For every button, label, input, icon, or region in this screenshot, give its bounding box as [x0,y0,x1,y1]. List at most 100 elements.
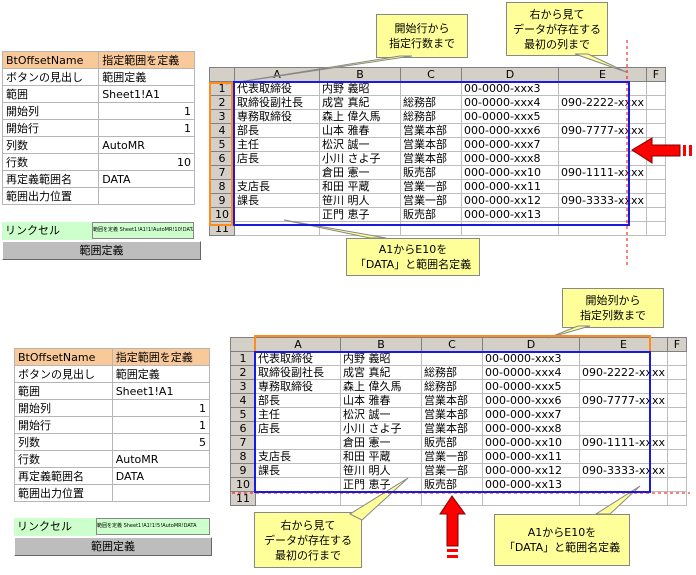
panel-row-value[interactable]: 範囲定義 [98,68,195,86]
sheet-cell[interactable]: 090-1111-xxxx [579,435,668,450]
sheet-cell[interactable] [255,491,341,506]
panel-row-value[interactable]: AutoMR [98,136,195,154]
sheet-column-header[interactable]: B [319,67,401,82]
sheet-cell[interactable]: 000-000-xxx6 [482,393,580,408]
sheet-cell[interactable]: 090-7777-xxxx [579,393,668,408]
panel-row-value[interactable]: 1 [111,416,211,434]
sheet-cell[interactable]: 販売部 [421,477,483,492]
panel-row-value[interactable]: 5 [111,433,211,451]
sheet-cell[interactable]: 00-0000-xxx3 [461,81,559,96]
sheet-row-header[interactable]: 11 [230,491,256,506]
sheet-cell[interactable]: 取締役副社長 [255,365,341,380]
sheet-column-header[interactable]: F [645,67,666,82]
sheet-row-header[interactable]: 7 [230,435,256,450]
sheet-cell[interactable]: 店長 [234,151,320,166]
sheet-row-header[interactable]: 5 [230,407,256,422]
sheet-cell[interactable] [666,393,687,408]
sheet-cell[interactable]: 松沢 誠一 [340,407,422,422]
sheet-column-header[interactable]: E [558,67,647,82]
sheet-cell[interactable] [645,151,666,166]
sheet-cell[interactable]: 090-1111-xxxx [558,165,647,180]
sheet-cell[interactable]: 営業一部 [421,449,483,464]
sheet-cell[interactable]: 成宮 真紀 [319,95,401,110]
sheet-cell[interactable]: 笹川 明人 [319,193,401,208]
top-link-cell-value[interactable]: 範囲を定義 Sheet1!A1!1!AutoMR!10!DATA [92,222,194,239]
sheet-cell[interactable]: 000-000-xx12 [461,193,559,208]
sheet-cell[interactable]: 総務部 [400,95,462,110]
sheet-cell[interactable] [645,95,666,110]
sheet-cell[interactable]: 000-000-xx11 [482,449,580,464]
sheet-column-header[interactable]: C [400,67,462,82]
sheet-row-header[interactable]: 4 [230,393,256,408]
sheet-cell[interactable]: 00-0000-xxx4 [461,95,559,110]
sheet-row-header[interactable]: 6 [230,421,256,436]
bottom-range-define-button[interactable]: 範囲定義 [14,537,212,556]
panel-row-value[interactable]: 1 [98,102,195,120]
panel-row-value[interactable]: Sheet1!A1 [111,382,211,400]
sheet-cell[interactable] [666,407,687,422]
sheet-cell[interactable]: 和田 平蔵 [319,179,401,194]
sheet-cell[interactable] [645,123,666,138]
sheet-cell[interactable] [645,165,666,180]
sheet-cell[interactable]: 000-000-xx13 [482,477,580,492]
sheet-cell[interactable] [666,379,687,394]
sheet-cell[interactable]: 取締役副社長 [234,95,320,110]
panel-row-value[interactable]: Sheet1!A1 [98,85,195,103]
sheet-cell[interactable] [666,477,687,492]
sheet-cell[interactable]: 000-000-xx10 [461,165,559,180]
sheet-cell[interactable]: 00-0000-xxx5 [461,109,559,124]
sheet-row-header[interactable]: 3 [230,379,256,394]
sheet-cell[interactable]: 森上 偉久馬 [340,379,422,394]
sheet-cell[interactable]: 販売部 [400,165,462,180]
panel-row-value[interactable]: 範囲定義 [111,365,211,383]
sheet-cell[interactable]: 支店長 [234,179,320,194]
sheet-cell[interactable]: 営業一部 [400,193,462,208]
sheet-cell[interactable] [666,435,687,450]
sheet-cell[interactable] [666,463,687,478]
sheet-cell[interactable]: 090-2222-xxxx [558,95,647,110]
sheet-cell[interactable] [340,491,422,506]
sheet-row-header[interactable]: 9 [230,463,256,478]
sheet-row-header[interactable]: 8 [230,449,256,464]
panel-row-value[interactable]: DATA [98,170,195,188]
panel-row-value[interactable]: 10 [98,153,195,171]
sheet-cell[interactable] [666,365,687,380]
sheet-cell[interactable]: 090-7777-xxxx [558,123,647,138]
sheet-cell[interactable]: 笹川 明人 [340,463,422,478]
sheet-cell[interactable] [645,109,666,124]
sheet-cell[interactable]: 000-000-xxx8 [461,151,559,166]
sheet-cell[interactable] [645,207,666,222]
bottom-link-cell-value[interactable]: 範囲を定義 Sheet1!A1!1!5!AutoMR!DATA [96,518,210,535]
sheet-cell[interactable]: 000-000-xx13 [461,207,559,222]
panel-row-value[interactable] [98,187,195,205]
sheet-cell[interactable] [645,81,666,96]
sheet-row-header[interactable]: 3 [209,109,235,124]
sheet-column-header[interactable]: B [340,337,422,352]
sheet-column-header[interactable]: A [234,67,320,82]
sheet-row-header[interactable]: 1 [230,351,256,366]
sheet-cell[interactable] [666,351,687,366]
sheet-cell[interactable] [579,491,668,506]
sheet-cell[interactable]: 営業本部 [400,151,462,166]
sheet-cell[interactable] [645,137,666,152]
sheet-cell[interactable]: 000-000-xxx6 [461,123,559,138]
sheet-cell[interactable] [645,193,666,208]
sheet-cell[interactable] [645,221,666,236]
sheet-cell[interactable] [666,421,687,436]
sheet-cell[interactable]: 000-000-xx11 [461,179,559,194]
sheet-cell[interactable] [645,179,666,194]
panel-row-value[interactable]: AutoMR [111,450,211,468]
sheet-cell[interactable] [482,491,580,506]
sheet-corner[interactable] [209,67,235,82]
sheet-cell[interactable]: 成宮 真紀 [340,365,422,380]
sheet-row-header[interactable]: 10 [230,477,256,492]
sheet-cell[interactable] [421,491,483,506]
sheet-cell[interactable]: 営業本部 [421,393,483,408]
sheet-cell[interactable] [666,449,687,464]
sheet-cell[interactable]: 小川 さよ子 [340,421,422,436]
sheet-column-header[interactable]: F [666,337,687,352]
sheet-cell[interactable] [666,491,687,506]
panel-row-value[interactable]: 1 [98,119,195,137]
sheet-corner[interactable] [230,337,256,352]
sheet-row-header[interactable]: 9 [209,193,235,208]
